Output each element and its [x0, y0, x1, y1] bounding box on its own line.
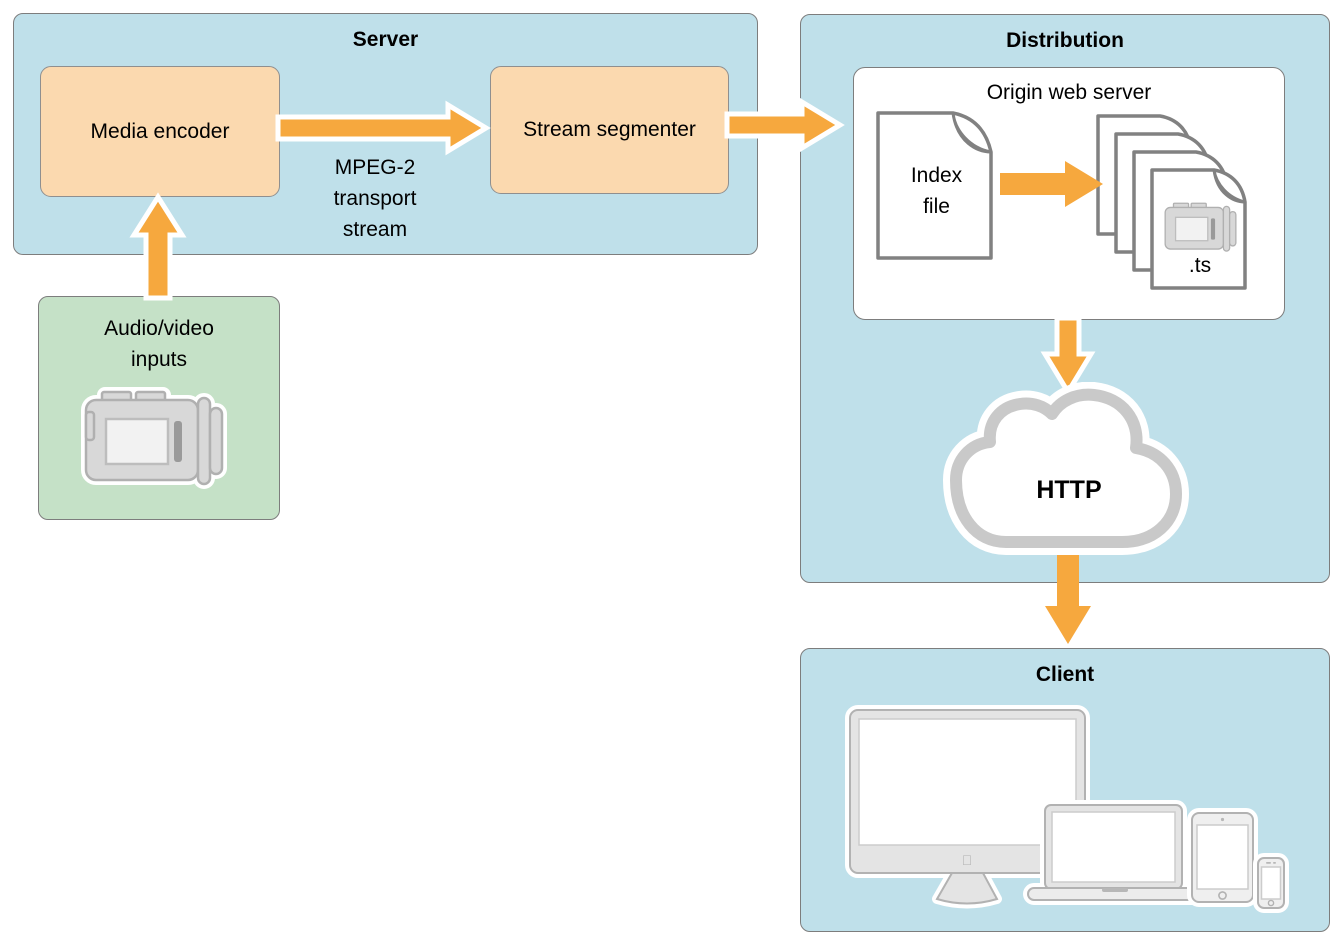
client-title: Client [1035, 663, 1095, 686]
ts-camcorder-icon [1162, 200, 1239, 254]
camcorder-icon [81, 387, 227, 489]
ts-file-label: .ts [1188, 254, 1212, 277]
http-cloud-icon [943, 382, 1189, 555]
iphone-icon [1253, 853, 1289, 913]
mpeg2-stream-label: MPEG-2 transport stream [333, 156, 417, 241]
index-file-label: Index file [910, 164, 963, 218]
ipad-icon [1187, 808, 1258, 907]
media-encoder-box: Media encoder [40, 66, 280, 197]
stream-segmenter-box: Stream segmenter [490, 66, 729, 194]
index-file-icon [876, 111, 993, 260]
macbook-icon [1023, 800, 1207, 905]
http-label: HTTP [1036, 476, 1102, 504]
stream-segmenter-label: Stream segmenter [523, 118, 696, 141]
av-inputs-label: Audio/video inputs [104, 317, 214, 371]
imac-icon:  [845, 705, 1090, 909]
origin-web-server-title: Origin web server [986, 81, 1152, 104]
distribution-title: Distribution [1006, 29, 1124, 52]
apple-logo-icon:  [962, 852, 973, 868]
client-devices:  [845, 705, 1289, 913]
media-encoder-label: Media encoder [90, 119, 230, 143]
server-title: Server [352, 28, 419, 51]
